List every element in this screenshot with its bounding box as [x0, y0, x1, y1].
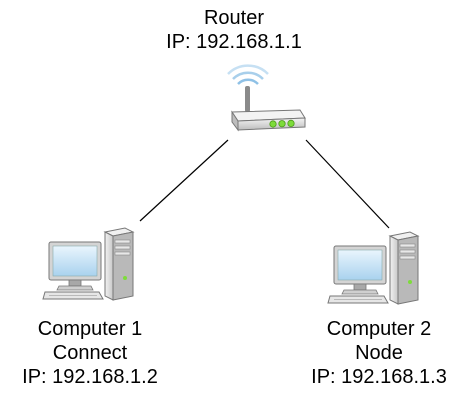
link-router-computer2 — [305, 139, 390, 229]
computer2-role: Node — [355, 342, 403, 364]
router-label: Router IP: 192.168.1.1 — [134, 6, 334, 54]
router-name: Router — [203, 7, 265, 29]
link-router-computer1 — [139, 139, 229, 222]
computer1-label: Computer 1 Connect IP: 192.168.1.2 — [0, 317, 180, 389]
computer2-name: Computer 2 — [326, 318, 432, 340]
desktop-computer-icon — [42, 227, 135, 301]
computer2-ip: IP: 192.168.1.3 — [311, 366, 447, 388]
router-ip: IP: 192.168.1.1 — [166, 31, 302, 53]
computer1-name: Computer 1 — [37, 318, 143, 340]
computer1-role: Connect — [52, 342, 128, 364]
wifi-router-icon — [227, 64, 306, 132]
computer1-ip: IP: 192.168.1.2 — [22, 366, 158, 388]
desktop-computer-icon — [327, 231, 420, 305]
computer2-label: Computer 2 Node IP: 192.168.1.3 — [289, 317, 469, 389]
